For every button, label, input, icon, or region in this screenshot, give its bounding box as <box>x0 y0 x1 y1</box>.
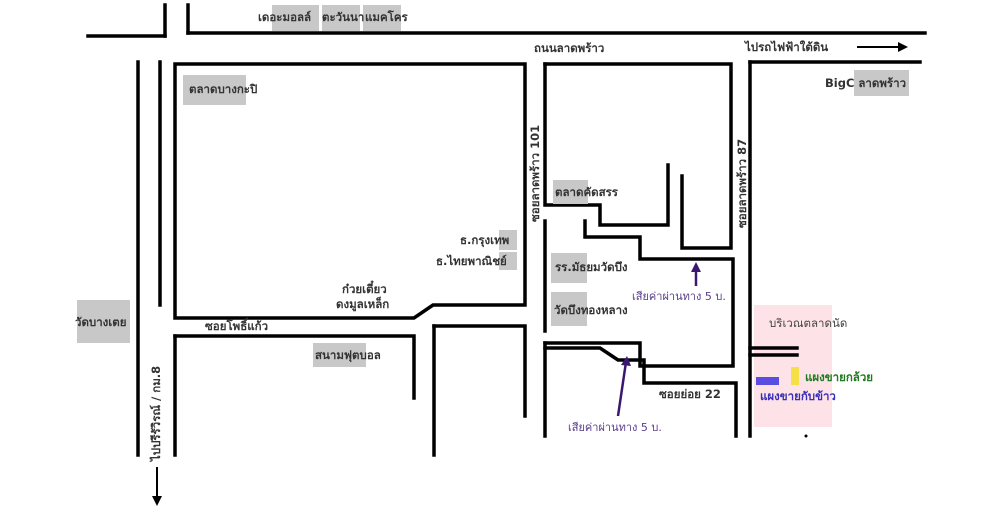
label-box <box>499 252 517 270</box>
toll-label-upper: เสียค่าผ่านทาง 5 บ. <box>632 290 726 303</box>
food-stall-marker <box>756 377 779 385</box>
noodle-label-line2: ดงมูลเหล็ก <box>336 297 390 311</box>
mall-label-2: ตะวันนา <box>322 10 365 24</box>
mall-label-1: เดอะมอลล์ <box>258 10 312 24</box>
bangkapi-market-label: ตลาดบางกะปิ <box>189 82 258 96</box>
arrow-south-head <box>152 496 162 506</box>
wat-bangdei-label: วัดบางเตย <box>75 315 127 329</box>
toll-arrow-lower-line <box>616 361 628 417</box>
market-area-label: บริเวณตลาดนัด <box>769 316 848 330</box>
banana-stall-label: แผงขายกล้วย <box>805 370 874 384</box>
mall-label-3: แมคโคร <box>365 10 408 24</box>
label-box <box>363 5 401 31</box>
to-mrt-label: ไปรถไฟฟ้าใต้ดิน <box>745 40 829 54</box>
toll-label-lower: เสียค่าผ่านทาง 5 บ. <box>568 421 662 434</box>
school-label: รร.มัธยมวัดบึง <box>555 260 628 274</box>
football-field-label: สนามฟุตบอล <box>315 348 381 362</box>
block-bangkapi <box>173 62 527 320</box>
soi-101-label: ซอยลาดพร้าว 101 <box>528 124 542 222</box>
toll-arrow-lower-head <box>621 356 631 366</box>
label-box <box>183 75 246 105</box>
soi-yoi-22-label: ซอยย่อย 22 <box>659 387 721 401</box>
wat-buengthonglang-label: วัดบึงทองหลาง <box>554 303 628 317</box>
label-box <box>77 300 130 343</box>
label-box <box>551 253 587 283</box>
label-box <box>322 5 360 31</box>
label-box <box>551 292 587 326</box>
noodle-label-line1: ก๋วยเตี๋ยว <box>342 282 387 296</box>
bangkok-bank-label: ธ.กรุงเทพ <box>460 233 510 247</box>
soi-phokaew-label: ซอยโพธิ์แก้ว <box>205 319 269 333</box>
arrow-mrt-head <box>898 42 908 52</box>
kasikorn-bank-label: ธ.ไทยพาณิชย์ <box>436 254 507 268</box>
soi-87-label: ซอยลาดพร้าว 87 <box>735 138 749 228</box>
market-zone <box>754 305 832 427</box>
dot <box>804 434 808 438</box>
road-center-left <box>432 324 527 418</box>
label-box <box>854 70 909 96</box>
block-kadsan <box>543 62 733 250</box>
toll-arrow-upper-head <box>691 262 701 272</box>
block-kadsan-inner <box>543 62 670 227</box>
label-box <box>272 5 319 31</box>
kadsan-market-label: ตลาดคัดสรร <box>555 185 618 199</box>
food-stall-label: แผงขายกับข้าว <box>760 389 836 403</box>
label-box <box>499 230 517 250</box>
to-seri-label: ไปปรีรัวิรณ์ / กม.8 <box>149 365 163 461</box>
label-box <box>553 180 588 204</box>
banana-stall-marker <box>791 367 799 385</box>
bigc-label: BigC ลาดพร้าว <box>825 76 907 90</box>
road-school <box>543 219 735 368</box>
road-soi-phokaew <box>173 334 416 400</box>
label-box <box>313 343 366 367</box>
road-soi-yoi-22-b <box>543 346 738 438</box>
main-road-label: ถนนลาดพร้าว <box>534 41 605 55</box>
